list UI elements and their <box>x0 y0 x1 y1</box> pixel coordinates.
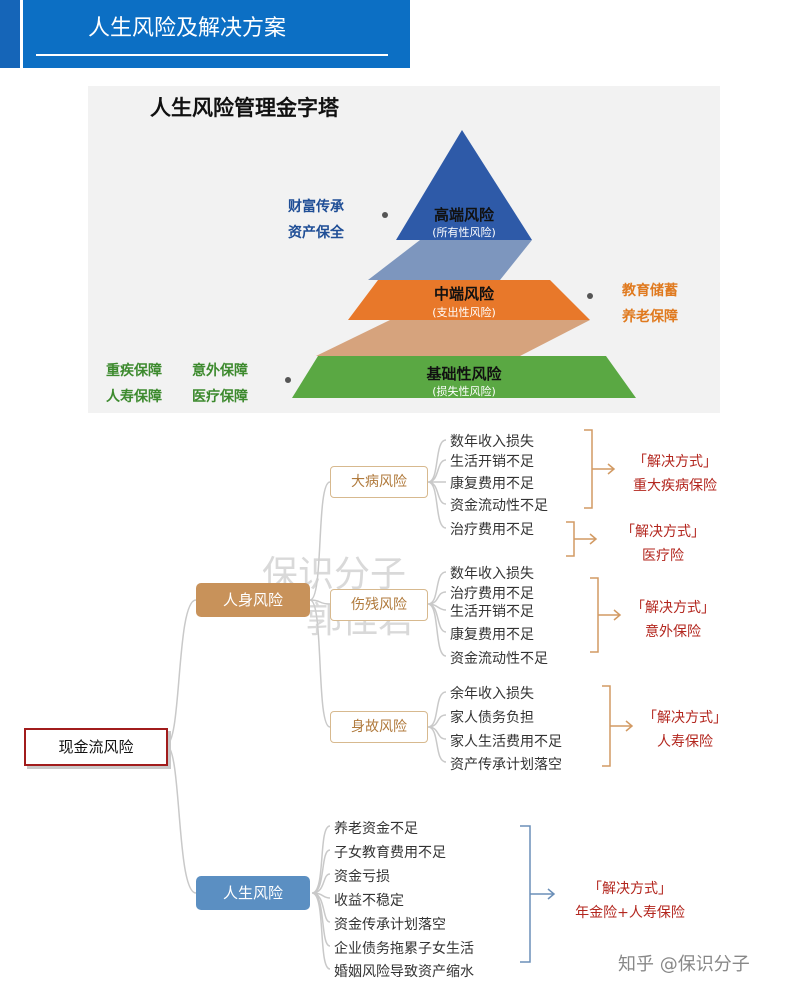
solution-text: 年金险+人寿保险 <box>575 905 685 921</box>
pyramid-title: 人生风险管理金字塔 <box>150 96 339 120</box>
branch-node: 人身风险 <box>196 583 310 617</box>
header-accent <box>0 0 23 68</box>
solution-head: 「解决方式」 <box>633 454 717 470</box>
connector-b1-c2 <box>309 599 331 605</box>
side-label: 资产保全 <box>288 225 344 241</box>
arrow-c1-extra <box>582 533 598 545</box>
root-node: 现金流风险 <box>24 728 168 766</box>
pyramid-top-level <box>396 130 532 240</box>
level-base-name: 基础性风险 <box>426 365 502 383</box>
connector-b1-c1 <box>309 481 331 601</box>
solution-head: 「解决方式」 <box>588 881 672 897</box>
side-label: 意外保障 <box>192 363 248 379</box>
side-label: 重疾保障 <box>106 363 162 379</box>
connector-b2-items <box>311 825 331 970</box>
solution-head: 「解决方式」 <box>643 710 727 726</box>
level-top-sub: (所有性风险) <box>432 226 496 239</box>
risk-item: 子女教育费用不足 <box>334 845 446 861</box>
risk-item: 资金传承计划落空 <box>334 917 446 933</box>
header-bar <box>0 0 410 68</box>
risk-item: 治疗费用不足 <box>450 586 534 602</box>
side-label: 养老保障 <box>622 309 678 325</box>
risk-item: 资金流动性不足 <box>450 651 548 667</box>
risk-item: 生活开销不足 <box>450 454 534 470</box>
child-node: 伤残风险 <box>330 589 428 621</box>
pyramid-base-level <box>292 356 636 398</box>
solution-text: 重大疾病保险 <box>633 478 717 494</box>
side-label: 教育储蓄 <box>622 283 678 299</box>
risk-item: 家人债务负担 <box>450 710 534 726</box>
pyramid-middle-level <box>348 280 590 320</box>
side-label: 医疗保障 <box>192 389 248 405</box>
bullet-dot <box>587 293 593 299</box>
page-title: 人生风险及解决方案 <box>88 16 287 41</box>
bracket-c2 <box>590 577 606 653</box>
arrow-c1 <box>600 463 616 475</box>
bracket-c3 <box>602 685 618 767</box>
branch-node: 人生风险 <box>196 876 310 910</box>
risk-item: 家人生活费用不足 <box>450 734 562 750</box>
risk-item: 余年收入损失 <box>450 686 534 702</box>
risk-item: 康复费用不足 <box>450 476 534 492</box>
pyramid-connector-lower <box>316 320 590 356</box>
arrow-b2 <box>540 888 556 900</box>
risk-item: 企业债务拖累子女生活 <box>334 941 474 957</box>
connector-b1-c3 <box>309 599 331 728</box>
level-base-sub: (损失性风险) <box>432 385 496 398</box>
connector-c1-items <box>427 439 447 529</box>
solution-text: 人寿保险 <box>657 734 713 750</box>
bracket-b2 <box>520 825 540 963</box>
bullet-dot <box>382 212 388 218</box>
connector-root-branch2 <box>165 744 197 894</box>
risk-item: 治疗费用不足 <box>450 522 534 538</box>
side-label: 人寿保障 <box>106 389 162 405</box>
risk-item: 康复费用不足 <box>450 627 534 643</box>
level-top-name: 高端风险 <box>433 206 494 224</box>
arrow-c2 <box>606 609 622 621</box>
bullet-dot <box>285 377 291 383</box>
child-node: 身故风险 <box>330 711 428 743</box>
pyramid-connector-upper <box>368 240 532 280</box>
bracket-c1-extra <box>566 521 582 557</box>
side-label: 财富传承 <box>288 199 344 215</box>
header-underline <box>36 54 388 56</box>
risk-item: 资产传承计划落空 <box>450 757 562 773</box>
level-mid-sub: (支出性风险) <box>432 306 496 319</box>
risk-item: 数年收入损失 <box>450 434 534 450</box>
risk-item: 婚姻风险导致资产缩水 <box>334 964 474 980</box>
connector-root-branch1 <box>165 599 197 746</box>
solution-head: 「解决方式」 <box>631 600 715 616</box>
risk-item: 收益不稳定 <box>334 893 404 909</box>
solution-text: 意外保险 <box>645 624 701 640</box>
solution-text: 医疗险 <box>642 548 684 564</box>
risk-item: 资金亏损 <box>334 869 390 885</box>
child-node: 大病风险 <box>330 466 428 498</box>
risk-item: 养老资金不足 <box>334 821 418 837</box>
bracket-c1 <box>584 429 600 509</box>
solution-head: 「解决方式」 <box>621 524 705 540</box>
arrow-c3 <box>618 720 634 732</box>
footer-watermark: 知乎 @保识分子 <box>618 954 750 975</box>
level-mid-name: 中端风险 <box>433 285 494 303</box>
risk-item: 资金流动性不足 <box>450 498 548 514</box>
connector-c3-items <box>427 691 447 763</box>
risk-item: 生活开销不足 <box>450 604 534 620</box>
risk-item: 数年收入损失 <box>450 566 534 582</box>
connector-c2-items <box>427 571 447 657</box>
